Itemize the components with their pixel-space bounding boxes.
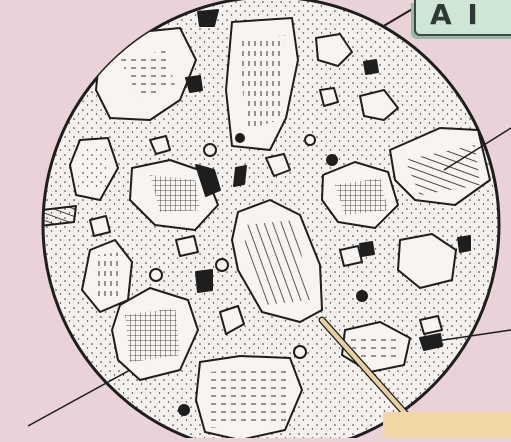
dark-grain: [179, 405, 189, 415]
grain: [204, 144, 216, 156]
clast-small: [90, 216, 110, 236]
clast-small: [340, 246, 362, 266]
edge-clast: [40, 206, 76, 226]
top-right-label-text: A I: [430, 0, 481, 30]
dark-grain: [360, 242, 374, 256]
dark-grain: [236, 134, 244, 142]
grain: [305, 135, 315, 145]
leader-line-left-lower: [28, 370, 130, 426]
grain: [216, 259, 228, 271]
clast-small: [420, 316, 442, 334]
dark-grain: [458, 236, 470, 252]
bottom-right-tag: [383, 412, 511, 438]
dark-grain: [327, 155, 337, 165]
dark-grain: [198, 10, 218, 26]
clast-small: [176, 236, 198, 256]
dark-grain: [186, 76, 202, 92]
dark-grain: [196, 270, 212, 292]
grain: [150, 269, 162, 281]
clast-small: [320, 88, 338, 106]
dark-grain: [357, 291, 367, 301]
dark-grain: [234, 166, 246, 186]
grain: [294, 346, 306, 358]
dark-grain: [364, 60, 378, 74]
